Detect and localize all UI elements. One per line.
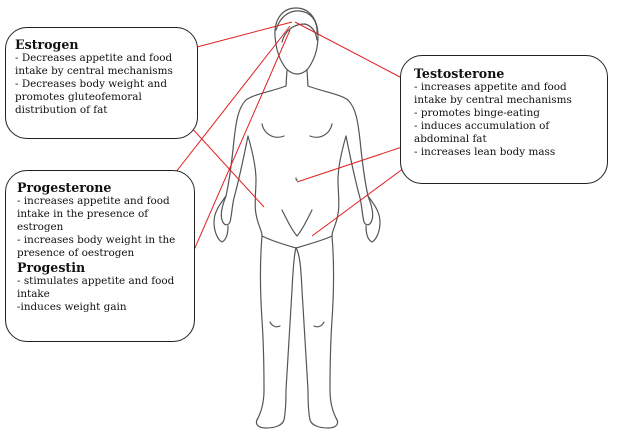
estrogen-line: distribution of fat <box>15 104 108 116</box>
testosterone-box: Testosterone - increases appetite and fo… <box>400 55 608 184</box>
pelvis-outline <box>261 235 333 249</box>
right-leg-outline <box>295 235 339 429</box>
testosterone-line: intake by central mechanisms <box>414 94 572 106</box>
estrogen-title: Estrogen <box>15 37 79 52</box>
progestin-line: intake <box>17 288 50 300</box>
testosterone-line: - promotes binge-eating <box>414 107 540 119</box>
connector-lines <box>164 21 421 274</box>
torso-left-outline <box>220 85 287 237</box>
testosterone-line: abdominal fat <box>414 133 487 145</box>
connector-testosterone-leg <box>311 167 405 237</box>
left-hand-outline <box>213 195 229 243</box>
chest-outline <box>261 123 333 138</box>
hair-outline <box>275 10 318 35</box>
connector-testosterone-brain <box>294 21 401 78</box>
female-body-outline <box>213 7 381 429</box>
left-leg-outline <box>255 235 297 429</box>
testosterone-line: - increases lean body mass <box>414 146 556 158</box>
estrogen-box: Estrogen - Decreases appetite and food i… <box>5 27 198 139</box>
head-outline <box>274 7 319 75</box>
progesterone-box: Progesterone - increases appetite and fo… <box>5 170 195 342</box>
progesterone-line: - increases appetite and food <box>17 195 170 207</box>
progesterone-line: estrogen <box>17 221 64 233</box>
progesterone-line: presence of oestrogen <box>17 247 135 259</box>
progesterone-title: Progesterone <box>17 180 112 195</box>
connector-progesterone-brain <box>164 25 291 187</box>
estrogen-line: promotes gluteofemoral <box>15 91 142 103</box>
torso-right-outline <box>307 85 374 237</box>
estrogen-line: - Decreases body weight and <box>15 78 167 90</box>
testosterone-line: - induces accumulation of <box>414 120 550 132</box>
connector-estrogen-brain <box>196 21 293 48</box>
estrogen-line: intake by central mechanisms <box>15 65 173 77</box>
neck-outline <box>285 69 309 87</box>
progestin-line: - stimulates appetite and food <box>17 275 175 287</box>
progestin-title: Progestin <box>17 260 86 275</box>
connector-testosterone-abdomen <box>296 140 421 183</box>
right-hand-outline <box>365 195 381 243</box>
connector-progestin-brain <box>183 29 291 274</box>
progesterone-line: - increases body weight in the <box>17 234 176 246</box>
progestin-line: -induces weight gain <box>17 301 127 313</box>
estrogen-line: - Decreases appetite and food <box>15 52 173 64</box>
progesterone-line: intake in the presence of <box>17 208 149 220</box>
testosterone-line: - increases appetite and food <box>414 81 567 93</box>
testosterone-title: Testosterone <box>414 66 505 81</box>
